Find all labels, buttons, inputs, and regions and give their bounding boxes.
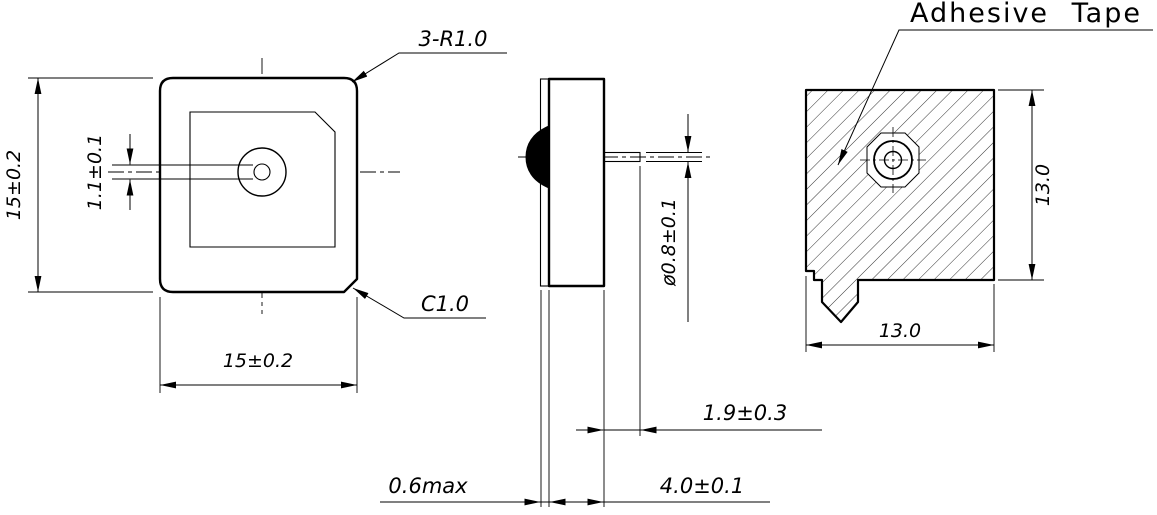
back-view: Adhesive Tape 13.0 13.0 xyxy=(804,0,1153,352)
ceramic-body-side xyxy=(547,77,606,288)
note-text-corner-radius: 3-R1.0 xyxy=(419,27,488,51)
dim-text-tape-width: 13.0 xyxy=(879,320,921,342)
dim-text-tape-height: 13.0 xyxy=(1032,164,1054,206)
feed-hole-circle xyxy=(253,163,271,181)
leader-chamfer-note xyxy=(352,287,486,319)
dim-text-pin-protrusion: 1.9±0.3 xyxy=(703,401,787,425)
leader-radius-note xyxy=(351,52,507,83)
dim-text-body-thickness: 4.0±0.1 xyxy=(660,474,744,498)
note-text-chamfer: C1.0 xyxy=(421,292,469,316)
side-view: ø0.8±0.1 1.9±0.3 0.6max 4.0±0.1 xyxy=(380,77,822,507)
dim-text-tape-thickness: 0.6max xyxy=(388,474,468,498)
dim-text-pin-diameter: ø0.8±0.1 xyxy=(658,198,680,287)
dim-text-body-height: 15±0.2 xyxy=(3,150,25,220)
feed-pin xyxy=(603,151,641,163)
feed-land-circle xyxy=(237,147,287,197)
adhesive-tape-face xyxy=(804,88,996,324)
dim-text-feed-hole: 1.1±0.1 xyxy=(84,134,106,210)
label-adhesive-tape: Adhesive Tape xyxy=(910,0,1142,29)
leader-adhesive-tape xyxy=(837,29,1153,166)
front-view: 1.1±0.1 15±0.2 15±0.2 3-R1.0 C1.0 xyxy=(3,27,507,393)
dim-text-body-width: 15±0.2 xyxy=(223,350,293,372)
patch-outline xyxy=(189,111,336,248)
solder-fillet xyxy=(525,125,550,189)
